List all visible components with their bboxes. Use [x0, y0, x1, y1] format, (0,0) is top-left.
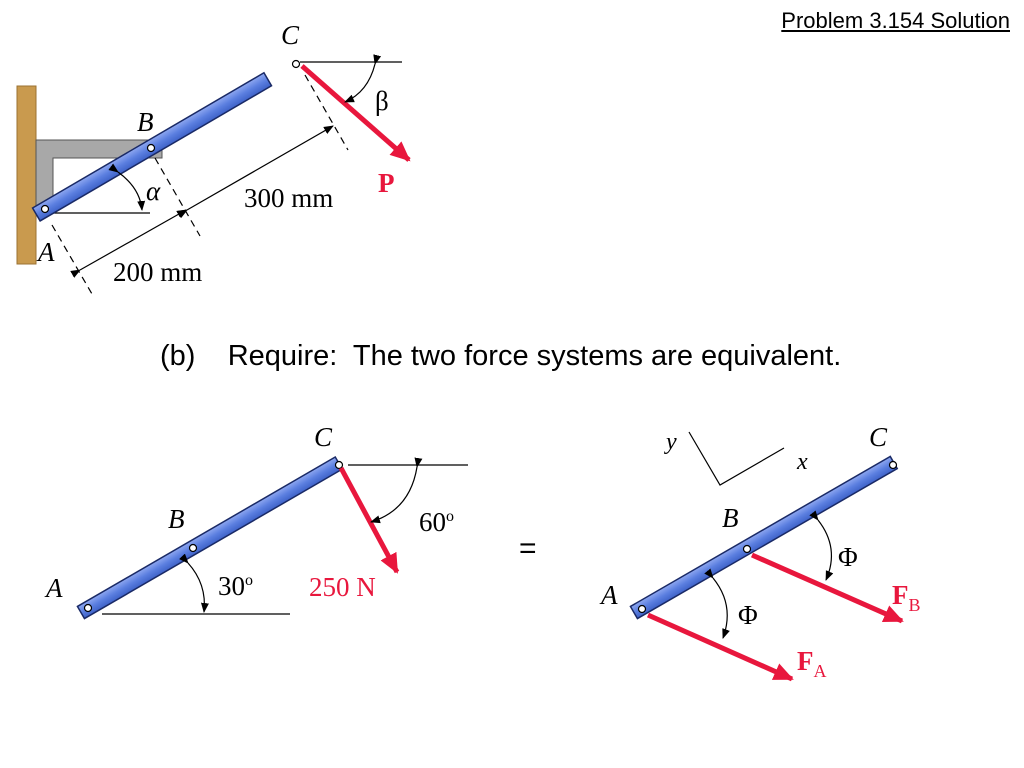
- dimension-line-300: [177, 125, 334, 218]
- label-point-a3: A: [599, 580, 618, 610]
- label-point-b2: B: [168, 504, 185, 534]
- label-angle-phi-b: Φ: [838, 542, 858, 572]
- pin-b: [146, 143, 156, 153]
- angle-arc-alpha: [108, 163, 146, 211]
- figure-1-problem: A B C α β P 300 mm 200 mm: [16, 20, 411, 295]
- pin-b3: [742, 544, 752, 554]
- angle-arc-beta: [344, 54, 382, 103]
- slide-title: Problem 3.154 Solution: [781, 8, 1010, 33]
- label-force-250n: 250 N: [309, 572, 376, 602]
- pin-b2: [188, 543, 198, 553]
- label-angle-60: 60o: [419, 507, 454, 537]
- label-axis-y: y: [664, 429, 677, 455]
- label-axis-x: x: [796, 449, 808, 475]
- label-angle-alpha: α: [146, 176, 161, 206]
- label-point-a2: A: [44, 573, 63, 603]
- label-point-a: A: [36, 237, 55, 267]
- label-angle-30: 30o: [218, 571, 253, 601]
- equals-sign: =: [519, 532, 537, 565]
- label-force-fb: FB: [892, 580, 921, 615]
- beam-3: [629, 455, 899, 620]
- label-point-b3: B: [722, 503, 739, 533]
- dash-line-a: [51, 224, 93, 295]
- pin-c3: [888, 460, 898, 470]
- angle-arc-phi-b: [809, 510, 834, 581]
- label-angle-beta: β: [375, 86, 389, 116]
- pin-a: [40, 204, 50, 214]
- requirement-line: (b) Require: The two force systems are e…: [160, 340, 841, 373]
- label-force-fa: FA: [797, 646, 827, 681]
- angle-arc-60: [370, 457, 423, 524]
- pin-a3: [637, 604, 647, 614]
- dash-line-b: [154, 157, 201, 237]
- force-250n-arrow: [338, 466, 400, 574]
- label-point-b: B: [137, 107, 154, 137]
- pin-c: [291, 59, 301, 69]
- part-label: (b): [160, 340, 196, 372]
- label-angle-phi-a: Φ: [738, 600, 758, 630]
- requirement-text: Require: The two force systems are equiv…: [227, 340, 842, 372]
- angle-arc-30: [178, 553, 209, 613]
- force-fb-arrow: [750, 552, 904, 624]
- label-point-c2: C: [314, 422, 333, 452]
- force-p-arrow: [300, 64, 411, 162]
- coordinate-axes: [688, 431, 785, 486]
- figure-2-given: A B C 30o 60o 250 N: [44, 422, 468, 620]
- label-force-p: P: [378, 168, 395, 198]
- dash-line-c: [304, 74, 349, 151]
- angle-arc-phi-a: [704, 568, 730, 639]
- dimension-line-200: [70, 209, 187, 278]
- pin-c2: [334, 460, 344, 470]
- figure-3-equivalent: y x A B C Φ Φ FA FB: [599, 422, 921, 682]
- label-dim-200: 200 mm: [113, 257, 202, 287]
- pin-a2: [83, 603, 93, 613]
- beam-2: [76, 455, 344, 620]
- force-fa-arrow: [646, 612, 794, 682]
- label-dim-300: 300 mm: [244, 183, 333, 213]
- label-point-c: C: [281, 20, 300, 50]
- label-point-c3: C: [869, 422, 888, 452]
- wall: [16, 85, 37, 265]
